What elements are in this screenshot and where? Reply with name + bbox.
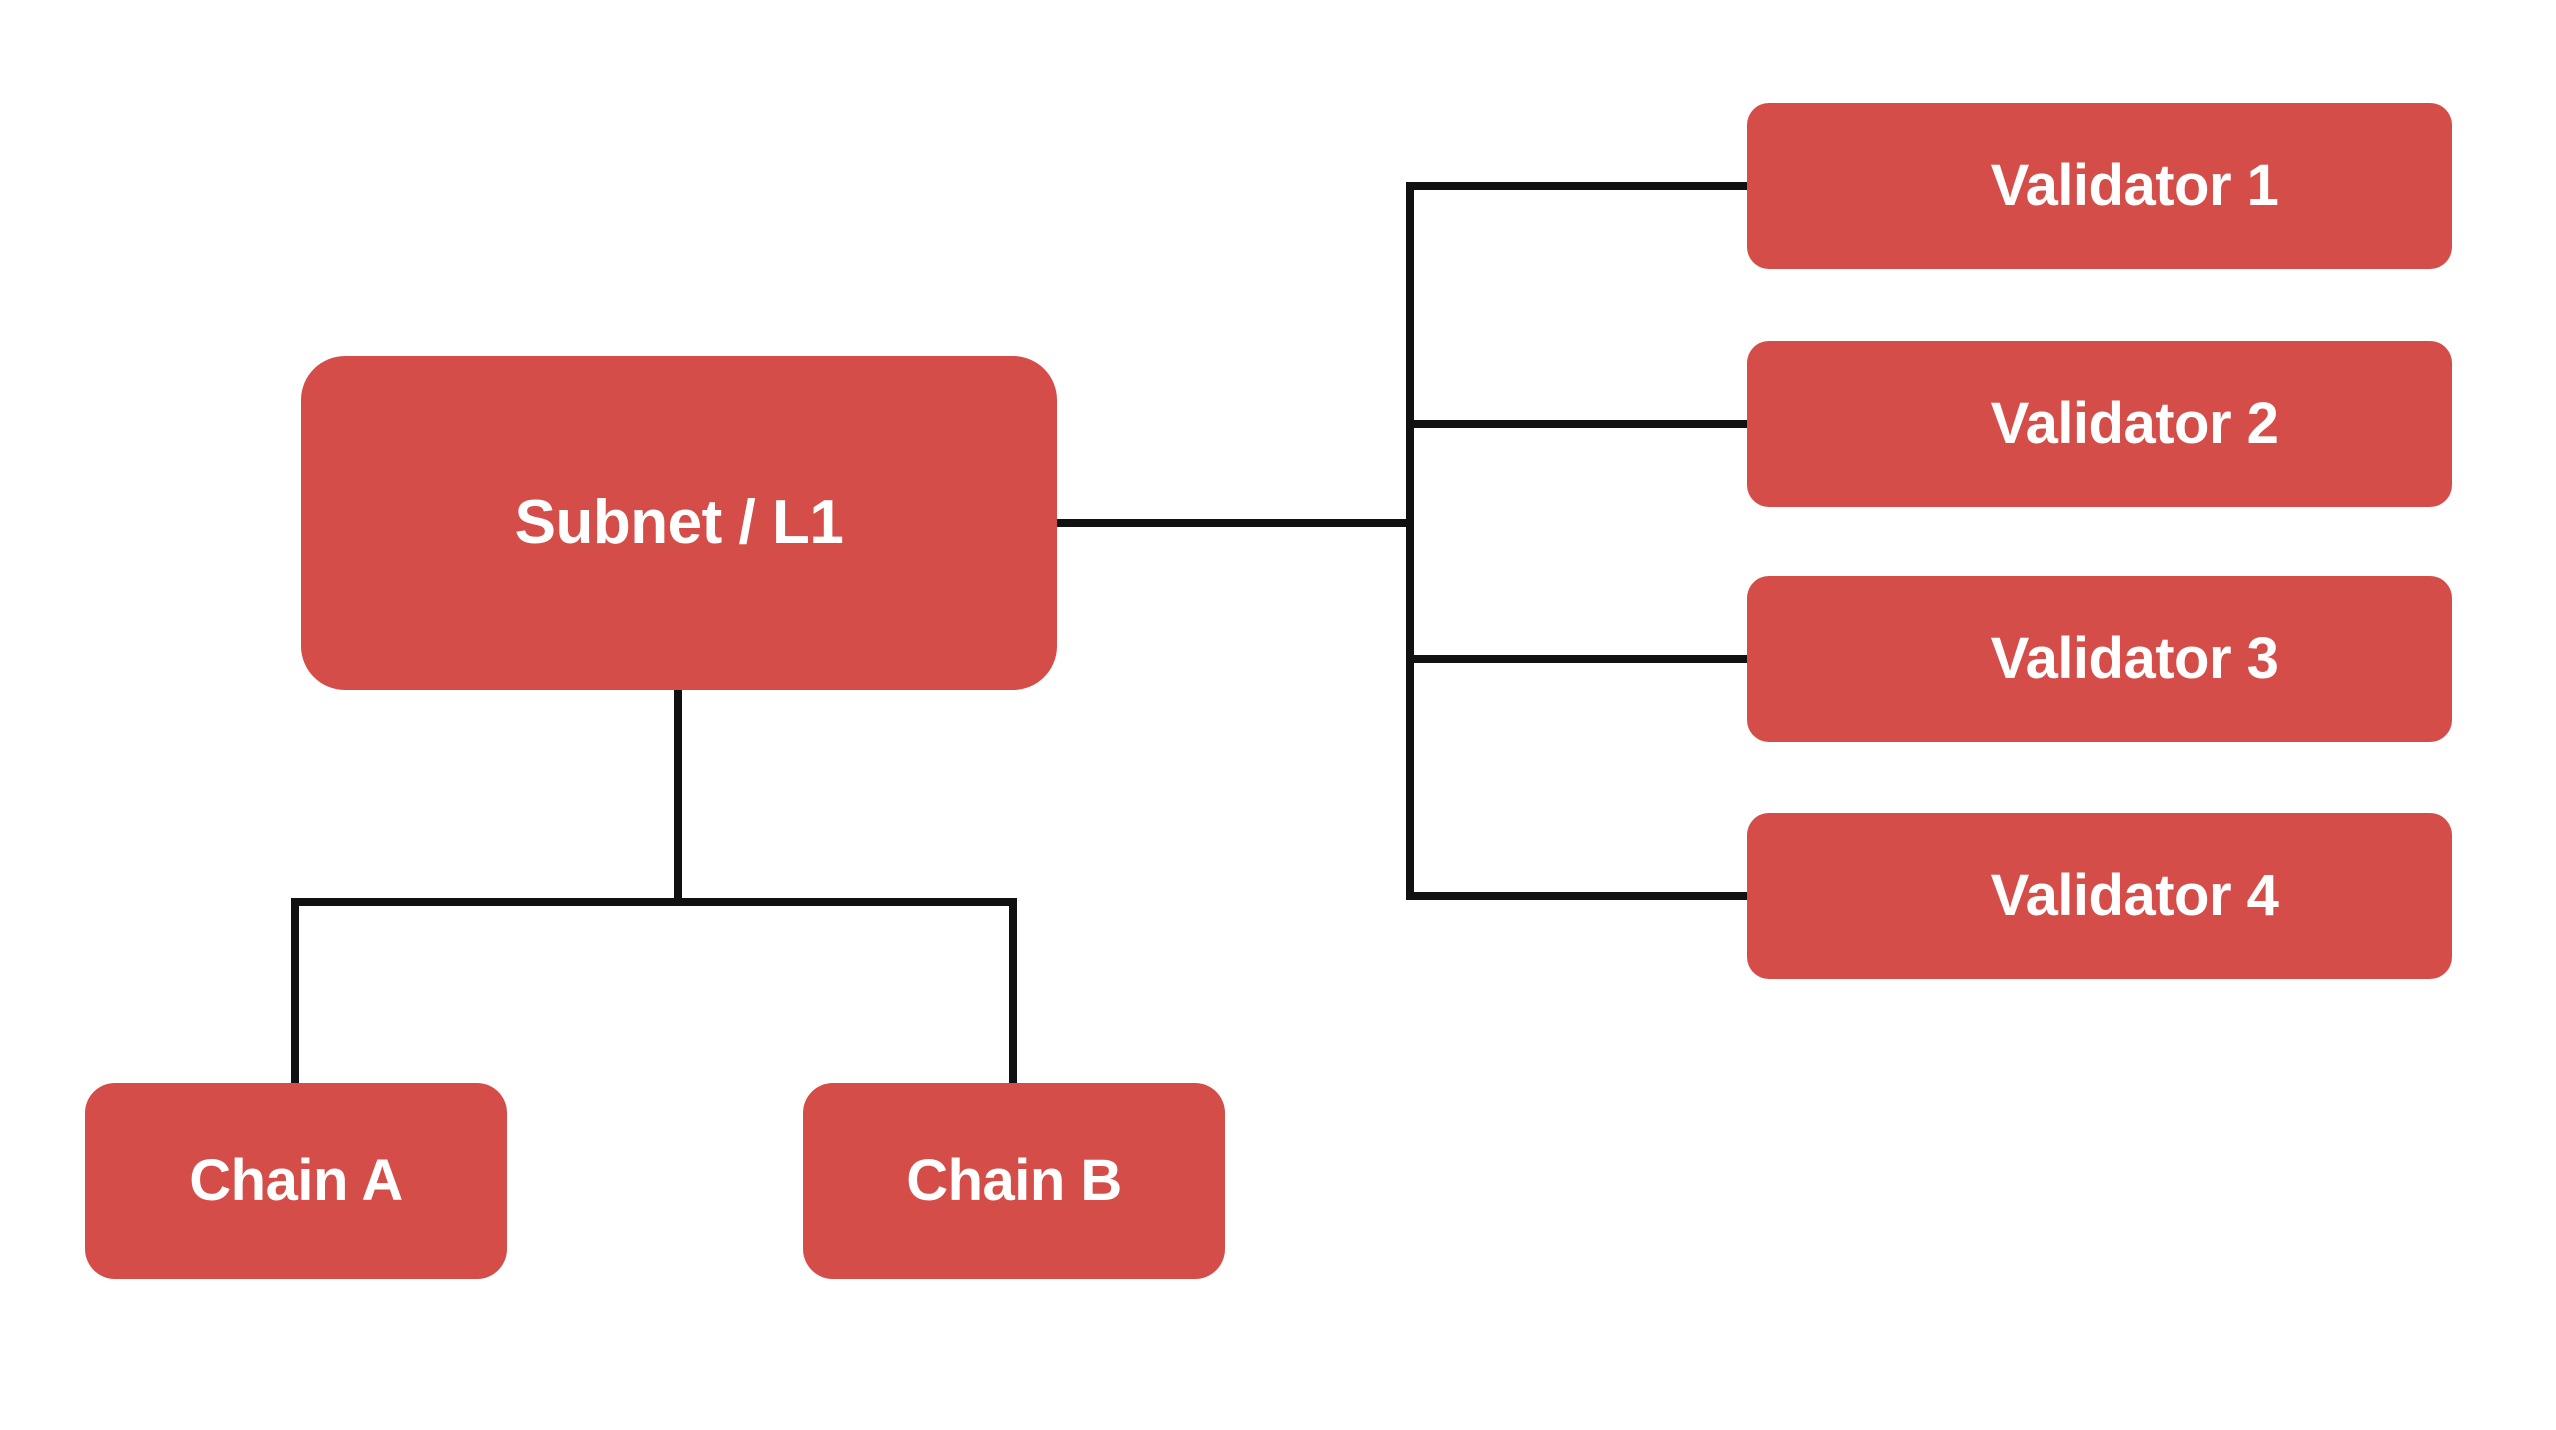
node-validator-2[interactable]: Validator 2	[1747, 341, 2452, 507]
node-validator-1[interactable]: Validator 1	[1747, 103, 2452, 269]
node-chain-a[interactable]: Chain A	[85, 1083, 507, 1279]
node-chain-b[interactable]: Chain B	[803, 1083, 1225, 1279]
node-subnet-l1[interactable]: Subnet / L1	[301, 356, 1057, 690]
node-validator-3[interactable]: Validator 3	[1747, 576, 2452, 742]
node-validator-4[interactable]: Validator 4	[1747, 813, 2452, 979]
